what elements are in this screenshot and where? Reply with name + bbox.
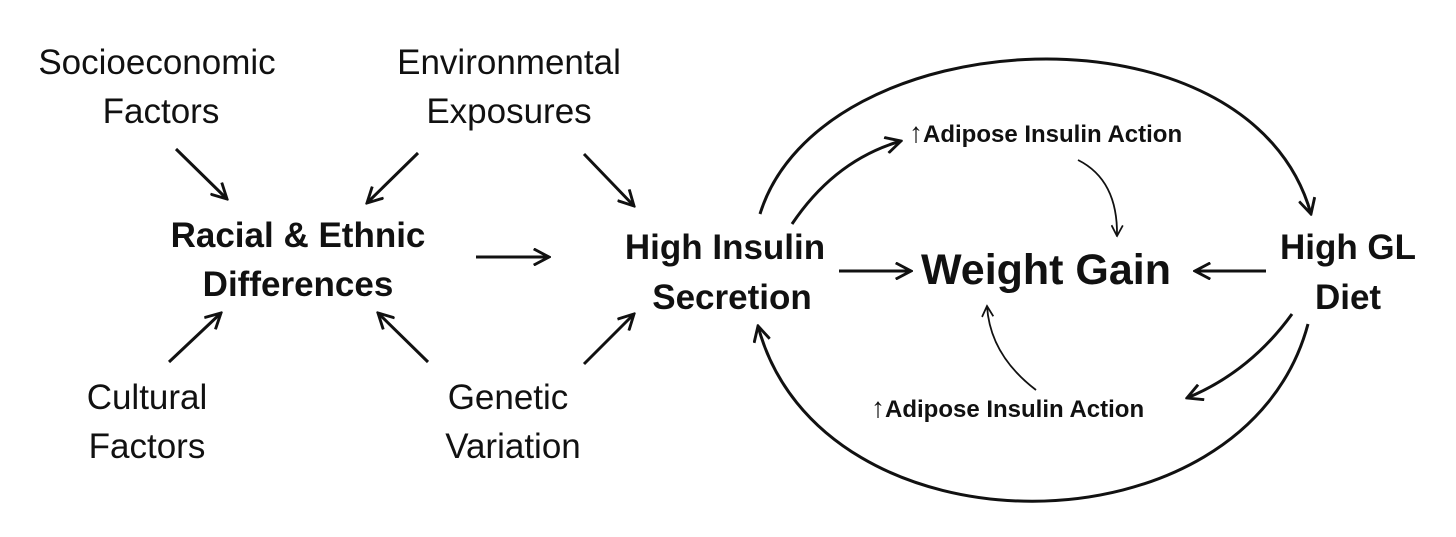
genetic-variation-line2: Variation [445, 427, 581, 466]
node-high-gl-diet: High GL Diet [1280, 228, 1416, 317]
cultural-factors-line1: Cultural [87, 378, 208, 417]
arrow-adipose-bottom-to-weight-gain [987, 306, 1037, 391]
racial-ethnic-differences-line1: Racial & Ethnic [171, 216, 426, 255]
adipose-bottom-text: Adipose Insulin Action [885, 396, 1144, 423]
socioeconomic-factors-line2: Factors [103, 92, 220, 131]
arrow-environmental-to-racial [367, 151, 420, 203]
arrow-adipose-top-to-weight-gain [1077, 159, 1117, 236]
node-racial-ethnic-differences: Racial & Ethnic Differences [171, 216, 426, 304]
arrow-genetic-to-high-insulin [582, 314, 634, 366]
arrow-arc-high-gl-to-high-insulin [758, 324, 1310, 503]
high-insulin-secretion-line1: High Insulin [625, 228, 825, 267]
arrow-socioeconomic-to-racial [174, 147, 227, 199]
weight-gain-label: Weight Gain [921, 246, 1171, 294]
node-cultural-factors: Cultural Factors [87, 378, 208, 466]
up-arrow-icon: ↑ [909, 117, 923, 148]
environmental-exposures-line1: Environmental [397, 43, 621, 82]
node-socioeconomic-factors: Socioeconomic Factors [38, 43, 275, 131]
socioeconomic-factors-line1: Socioeconomic [38, 43, 275, 82]
node-adipose-insulin-action-bottom: ↑Adipose Insulin Action [871, 392, 1144, 423]
genetic-variation-line1: Genetic [448, 378, 569, 417]
high-gl-diet-line2: Diet [1315, 278, 1381, 317]
adipose-top-label: ↑Adipose Insulin Action [909, 117, 1182, 148]
high-gl-diet-line1: High GL [1280, 228, 1416, 267]
arrow-arc-high-insulin-to-high-gl [758, 57, 1311, 214]
node-adipose-insulin-action-top: ↑Adipose Insulin Action [909, 117, 1182, 148]
arrow-cultural-to-racial [167, 313, 221, 364]
arrow-high-gl-to-adipose-bottom [1187, 313, 1294, 398]
up-arrow-icon: ↑ [871, 392, 885, 423]
adipose-bottom-label: ↑Adipose Insulin Action [871, 392, 1144, 423]
arrow-high-insulin-to-adipose-top [790, 141, 901, 225]
arrow-genetic-to-racial [378, 313, 430, 364]
adipose-top-text: Adipose Insulin Action [923, 121, 1182, 148]
cultural-factors-line2: Factors [89, 427, 206, 466]
node-environmental-exposures: Environmental Exposures [397, 43, 621, 131]
high-insulin-secretion-line2: Secretion [652, 278, 812, 317]
environmental-exposures-line2: Exposures [426, 92, 591, 131]
racial-ethnic-differences-line2: Differences [203, 265, 394, 304]
node-genetic-variation: Genetic Variation [445, 378, 581, 466]
node-high-insulin-secretion: High Insulin Secretion [625, 228, 825, 317]
arrow-environmental-to-high-insulin [582, 152, 634, 206]
node-weight-gain: Weight Gain [921, 246, 1171, 294]
